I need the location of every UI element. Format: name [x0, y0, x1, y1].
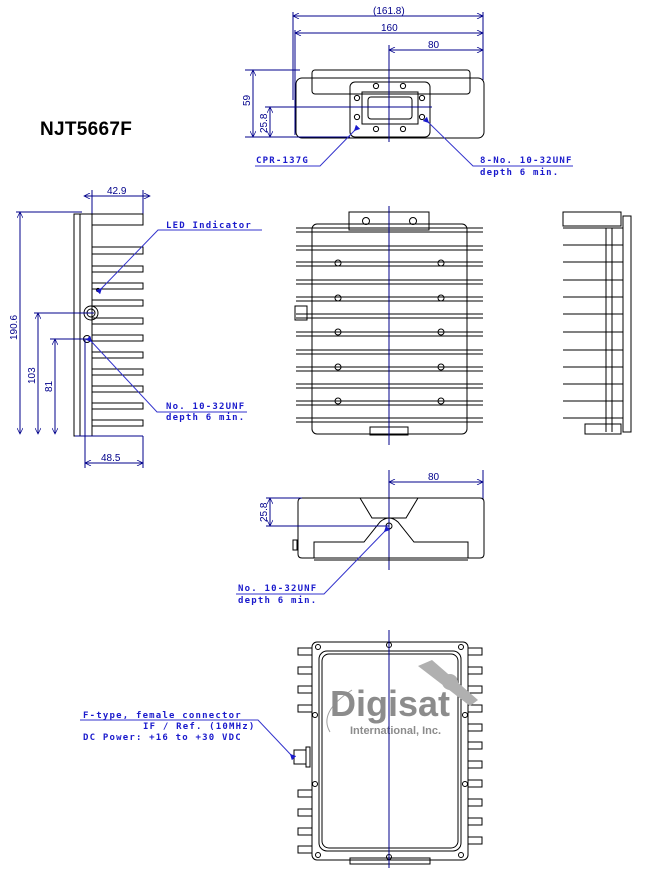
bottom-view: 80 25.8 No. 10-32UNF depth 6 min.	[236, 470, 485, 606]
dim-connector-height: 103	[27, 367, 38, 384]
digisat-logo: Digisat International, Inc.	[326, 660, 478, 737]
note-connector-line2: IF / Ref. (10MHz)	[143, 722, 256, 732]
dim-height: 59	[242, 94, 253, 106]
model-title: NJT5667F	[40, 119, 133, 140]
dim-flange-center: 25.8	[259, 113, 270, 133]
left-side-view: 42.9 190.6 103 81	[9, 186, 262, 468]
dim-half: 80	[428, 472, 440, 483]
dim-overall: 160	[381, 23, 398, 34]
dim-width-top: 42.9	[107, 186, 127, 197]
note-hole-line1: No. 10-32UNF	[238, 584, 317, 594]
right-side-view	[562, 211, 632, 435]
logo-tagline: International, Inc.	[350, 725, 441, 737]
note-hole-line2: depth 6 min.	[166, 412, 245, 423]
front-view	[294, 206, 483, 445]
note-led: LED Indicator	[166, 220, 252, 231]
note-flange: CPR-137G	[256, 156, 309, 166]
note-holes-line2: depth 6 min.	[480, 167, 559, 178]
dim-mount-hole-height: 81	[44, 380, 55, 392]
dim-height: 190.6	[9, 315, 20, 340]
dim-overall-ref: (161.8)	[373, 6, 405, 17]
note-hole-line1: No. 10-32UNF	[166, 402, 245, 412]
dim-width-bottom: 48.5	[101, 453, 121, 464]
note-connector-line1: F-type, female connector	[83, 711, 242, 721]
note-connector-line3: DC Power: +16 to +30 VDC	[83, 733, 242, 743]
dim-half: 80	[428, 40, 440, 51]
dim-hole-offset: 25.8	[259, 502, 270, 522]
rear-view: Digisat International, Inc. F-type, fema…	[80, 630, 483, 868]
logo-name: Digisat	[330, 683, 450, 724]
top-view: (161.8) 160 80 59 25.8 CPR-137G 8-No. 10…	[242, 6, 573, 178]
note-hole-line2: depth 6 min.	[238, 595, 317, 606]
note-holes-line1: 8-No. 10-32UNF	[480, 156, 573, 166]
